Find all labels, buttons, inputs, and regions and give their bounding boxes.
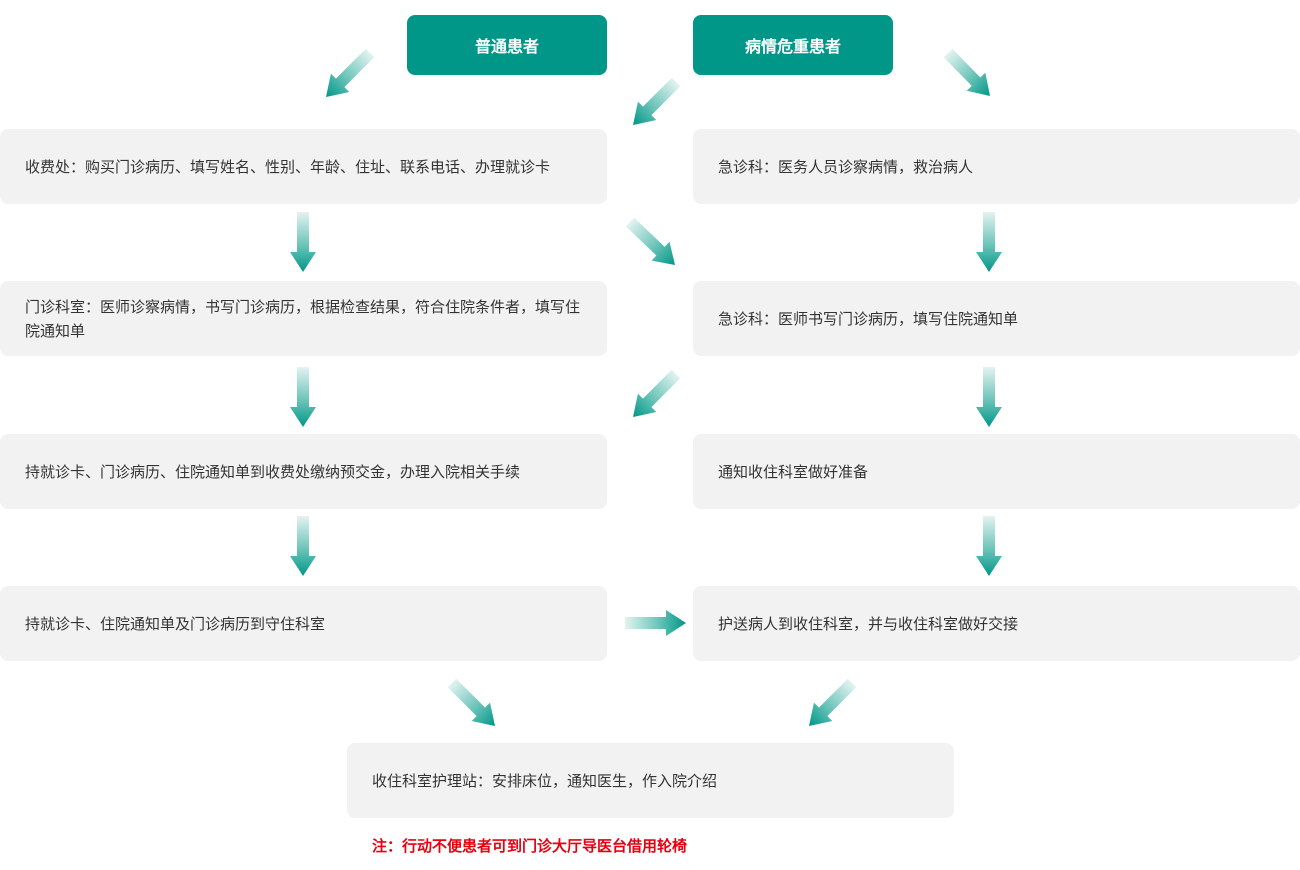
final-step-text: 收住科室护理站：安排床位，通知医生，作入院介绍: [372, 771, 718, 790]
arrow-left-4-to-right-4: [625, 610, 686, 636]
right-step-3-text: 通知收住科室做好准备: [718, 462, 869, 481]
wheelchair-note: 注：行动不便患者可到门诊大厅导医台借用轮椅: [372, 837, 688, 855]
left-step-1-text: 收费处：购买门诊病历、填写姓名、性别、年龄、住址、联系电话、办理就诊卡: [25, 157, 551, 176]
arrow-normal-to-left: [325, 48, 375, 98]
left-step-4-box: 持就诊卡、住院通知单及门诊病历到守住科室: [0, 586, 607, 661]
arrow-left-1-to-right-2: [625, 217, 676, 266]
left-step-4-text: 持就诊卡、住院通知单及门诊病历到守住科室: [25, 614, 326, 633]
right-step-3-box: 通知收住科室做好准备: [693, 434, 1300, 509]
right-step-2-box: 急诊科：医师书写门诊病历，填写住院通知单: [693, 281, 1300, 356]
arrow-left-2-3: [290, 367, 316, 427]
left-step-2-text: 门诊科室：医师诊察病情，书写门诊病历，根据检查结果，符合住院条件者，填写住院通知…: [25, 297, 581, 340]
right-step-4-text: 护送病人到收住科室，并与收住科室做好交接: [718, 614, 1019, 633]
arrow-right-2-to-left-3: [632, 369, 681, 418]
right-step-2-text: 急诊科：医师书写门诊病历，填写住院通知单: [718, 309, 1019, 328]
arrow-left-4-to-final: [447, 678, 496, 727]
critical-patient-header: 病情危重患者: [693, 15, 893, 75]
arrow-critical-to-left: [632, 77, 681, 126]
arrow-right-1-2: [976, 212, 1002, 272]
final-step-box: 收住科室护理站：安排床位，通知医生，作入院介绍: [347, 743, 954, 818]
normal-patient-label: 普通患者: [474, 37, 539, 56]
right-step-1-text: 急诊科：医务人员诊察病情，救治病人: [718, 157, 974, 176]
right-step-4-box: 护送病人到收住科室，并与收住科室做好交接: [693, 586, 1300, 661]
arrow-right-4-to-final: [808, 678, 857, 727]
left-step-1-box: 收费处：购买门诊病历、填写姓名、性别、年龄、住址、联系电话、办理就诊卡: [0, 129, 607, 204]
left-step-2-box: 门诊科室：医师诊察病情，书写门诊病历，根据检查结果，符合住院条件者，填写住院通知…: [0, 281, 607, 356]
arrow-left-1-2: [290, 212, 316, 272]
left-step-3-text: 持就诊卡、门诊病历、住院通知单到收费处缴纳预交金，办理入院相关手续: [25, 462, 521, 481]
arrow-right-2-3: [976, 367, 1002, 427]
normal-patient-header: 普通患者: [407, 15, 607, 75]
arrow-right-3-4: [976, 516, 1002, 576]
right-step-1-box: 急诊科：医务人员诊察病情，救治病人: [693, 129, 1300, 204]
arrow-left-3-4: [290, 516, 316, 576]
arrow-critical-to-right: [943, 48, 990, 96]
left-step-3-box: 持就诊卡、门诊病历、住院通知单到收费处缴纳预交金，办理入院相关手续: [0, 434, 607, 509]
critical-patient-label: 病情危重患者: [744, 37, 841, 56]
